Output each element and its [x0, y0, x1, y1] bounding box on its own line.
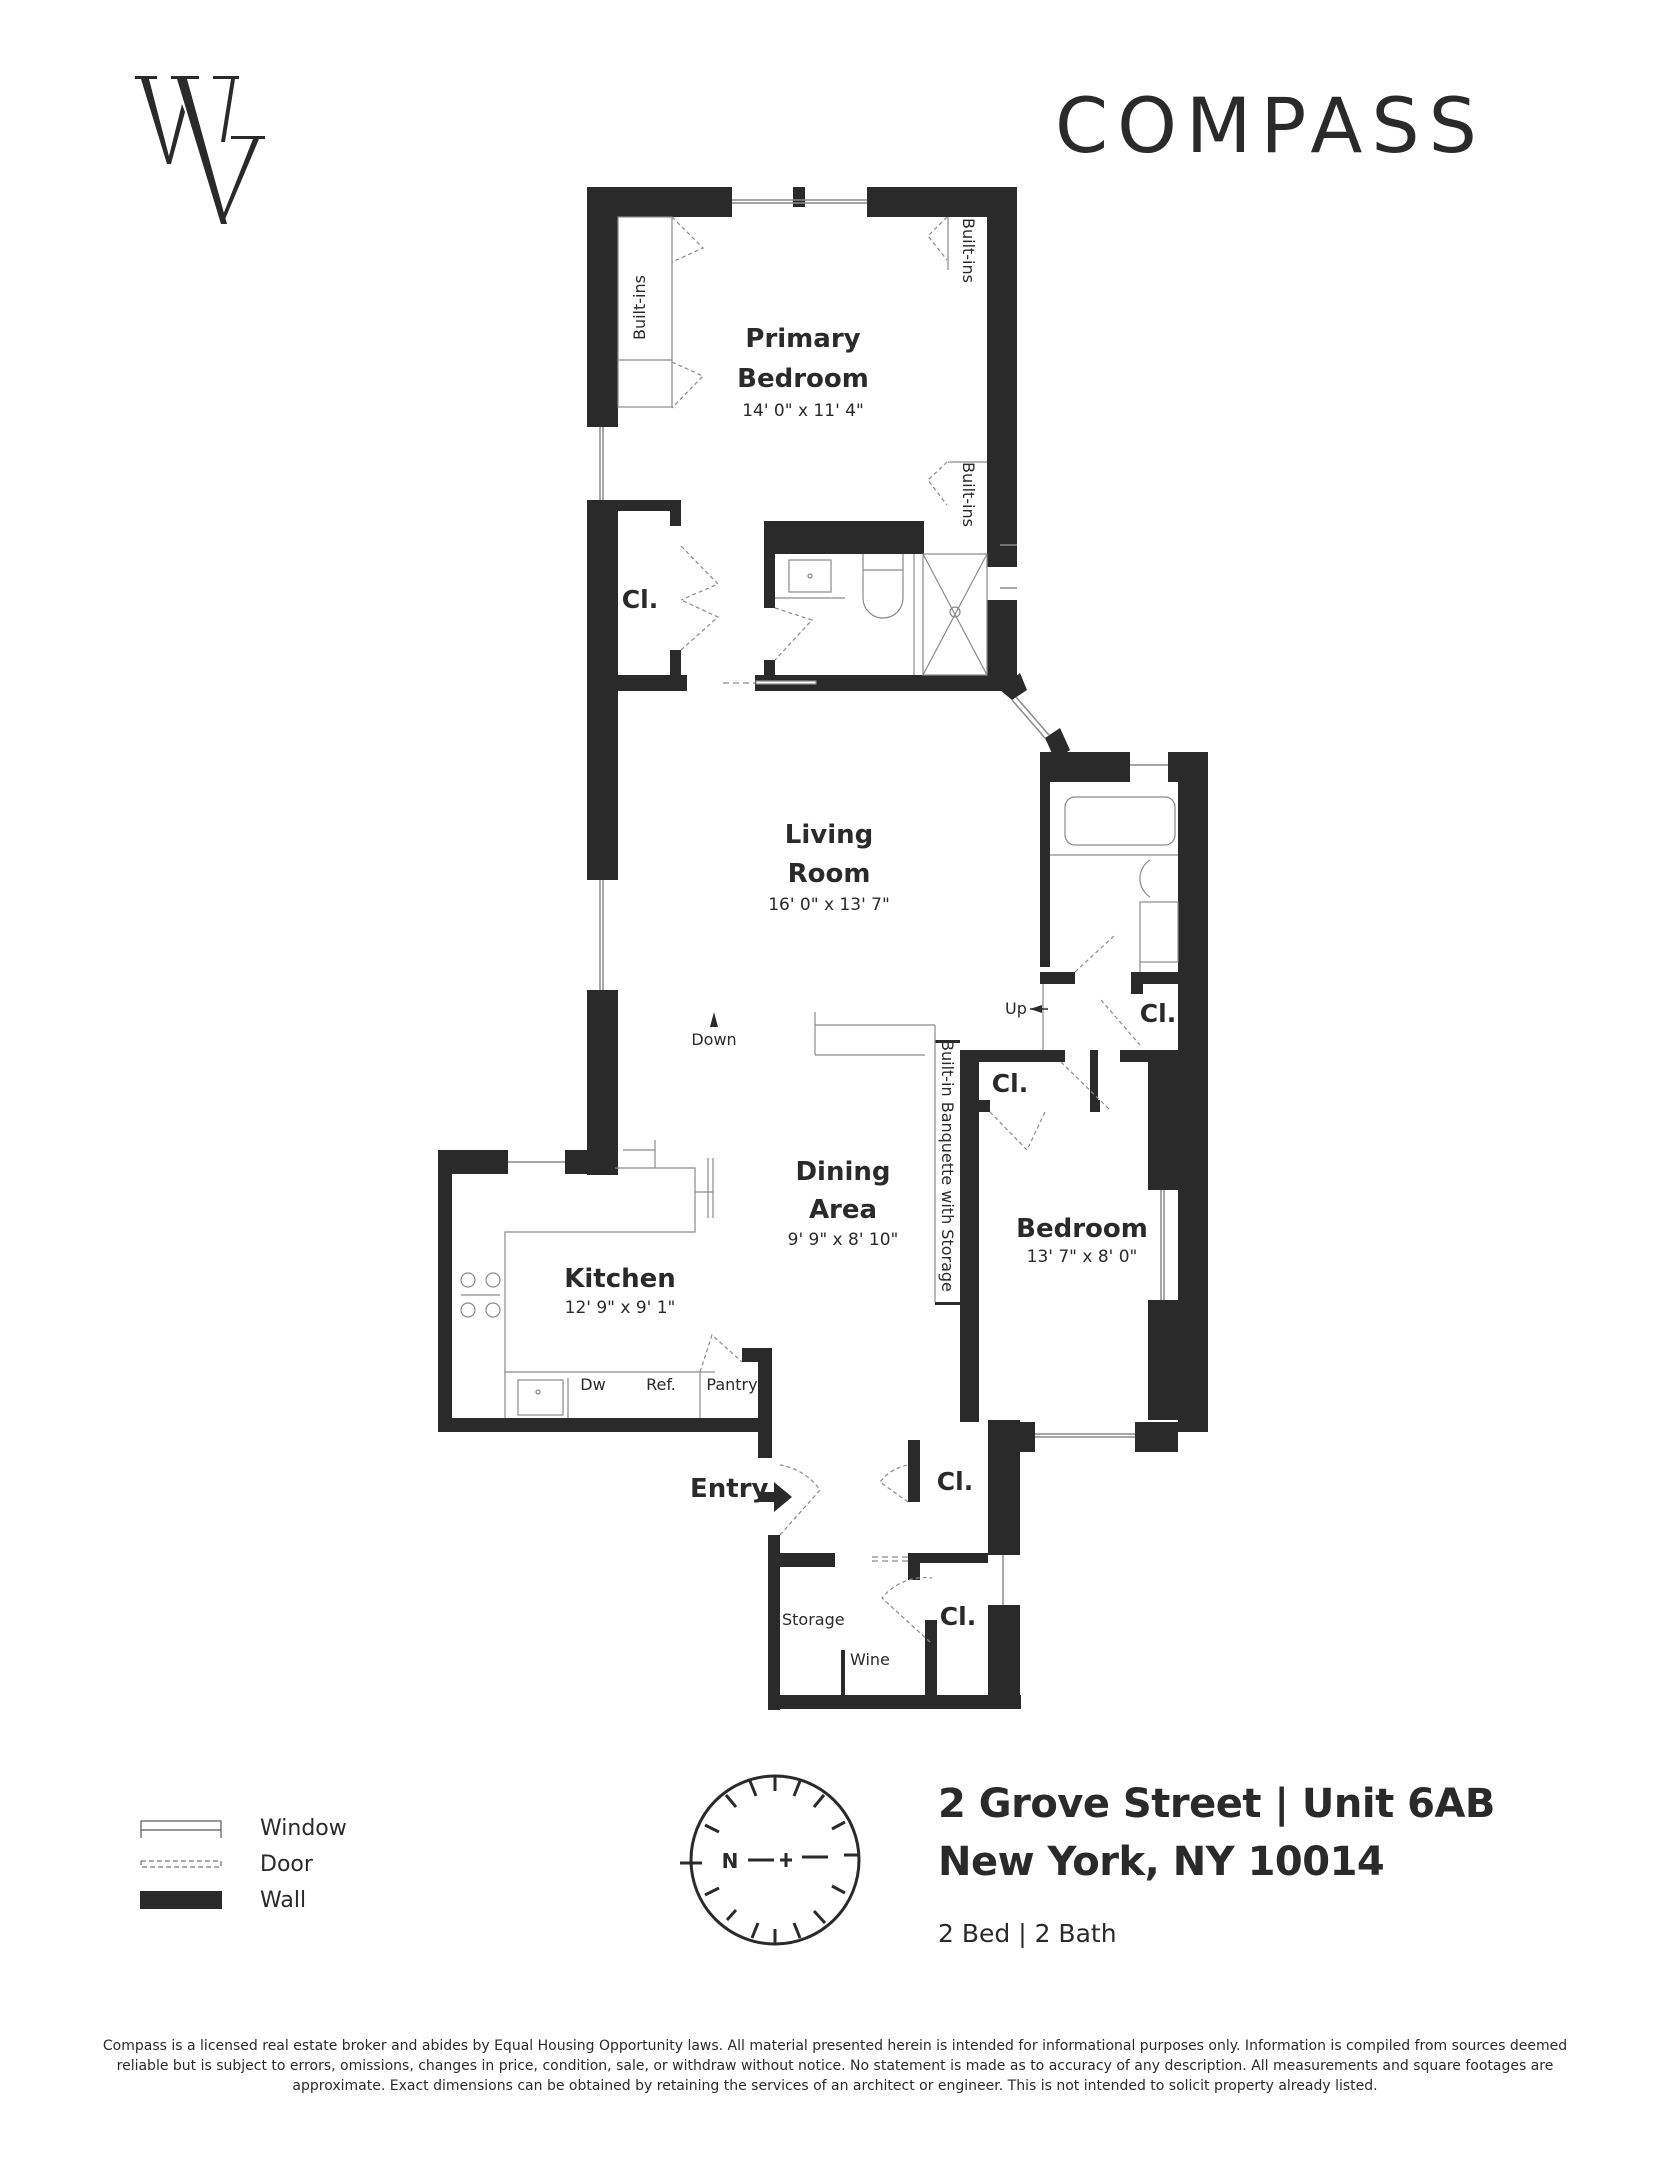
down-label: Down — [691, 1030, 736, 1049]
property-info: 2 Grove Street | Unit 6AB New York, NY 1… — [938, 1775, 1495, 1948]
room-labels: Primary Bedroom 14' 0" x 11' 4" Living R… — [564, 218, 1176, 1669]
room-name-kitchen: Kitchen — [564, 1264, 676, 1294]
floor-plan: Primary Bedroom 14' 0" x 11' 4" Living R… — [438, 187, 1208, 1710]
room-name-dining-area-2: Area — [809, 1195, 877, 1225]
wall-symbol-icon — [140, 1891, 222, 1909]
up-label: Up — [1005, 999, 1027, 1018]
walls — [438, 187, 1208, 1710]
built-ins-left-label: Built-ins — [630, 275, 649, 340]
door-symbol-icon — [140, 1860, 222, 1868]
entry-arrow-icon — [760, 1482, 792, 1512]
banquette-label: Built-in Banquette with Storage — [938, 1040, 957, 1292]
legend-label-door: Door — [260, 1851, 313, 1877]
windows — [508, 199, 1168, 1605]
closet-label-bedroom: Cl. — [992, 1069, 1028, 1098]
closet-label-hall: Cl. — [1140, 999, 1176, 1028]
pantry-label: Pantry — [706, 1375, 757, 1394]
room-name-dining-area-1: Dining — [795, 1157, 890, 1187]
wv-monogram-icon — [135, 76, 265, 224]
closet-label-primary: Cl. — [622, 585, 658, 614]
wine-label: Wine — [850, 1650, 890, 1669]
legend: Window Door Wall — [140, 1810, 347, 1918]
room-name-primary-bedroom-2: Bedroom — [737, 364, 869, 394]
room-name-living-room-1: Living — [785, 820, 873, 850]
room-dim-primary-bedroom: 14' 0" x 11' 4" — [742, 401, 864, 421]
entry-label: Entry — [690, 1474, 769, 1504]
team-logo — [135, 72, 285, 232]
legend-label-wall: Wall — [260, 1887, 307, 1913]
legend-label-window: Window — [260, 1815, 347, 1841]
legend-item-wall: Wall — [140, 1882, 347, 1918]
compass-rose-icon: N — [680, 1774, 861, 1946]
built-ins-right-bottom-label: Built-ins — [959, 462, 978, 527]
room-name-bedroom: Bedroom — [1016, 1214, 1148, 1244]
address-line-2: New York, NY 10014 — [938, 1839, 1385, 1885]
down-arrow-icon — [710, 1012, 718, 1027]
fixtures — [460, 216, 1179, 1643]
built-ins-right-top-label: Built-ins — [959, 218, 978, 283]
room-name-primary-bedroom-1: Primary — [745, 324, 860, 354]
north-label: N — [722, 1849, 739, 1873]
beds-baths: 2 Bed | 2 Bath — [938, 1919, 1117, 1948]
address-line-1: 2 Grove Street | Unit 6AB — [938, 1781, 1495, 1827]
closet-label-storage: Cl. — [940, 1602, 976, 1631]
room-dim-kitchen: 12' 9" x 9' 1" — [565, 1298, 676, 1318]
refrigerator-label: Ref. — [646, 1375, 676, 1394]
disclaimer: Compass is a licensed real estate broker… — [102, 2038, 1568, 2094]
room-dim-bedroom: 13' 7" x 8' 0" — [1027, 1247, 1138, 1267]
storage-label: Storage — [782, 1610, 845, 1629]
room-name-living-room-2: Room — [788, 859, 871, 889]
dishwasher-label: Dw — [580, 1375, 605, 1394]
compass-logo: COMPASS — [1055, 81, 1486, 170]
legend-item-door: Door — [140, 1846, 347, 1882]
closet-label-entry: Cl. — [937, 1467, 973, 1496]
legend-item-window: Window — [140, 1810, 347, 1846]
window-symbol-icon — [140, 1820, 222, 1838]
room-dim-living-room: 16' 0" x 13' 7" — [768, 895, 890, 915]
room-dim-dining-area: 9' 9" x 8' 10" — [788, 1230, 899, 1250]
